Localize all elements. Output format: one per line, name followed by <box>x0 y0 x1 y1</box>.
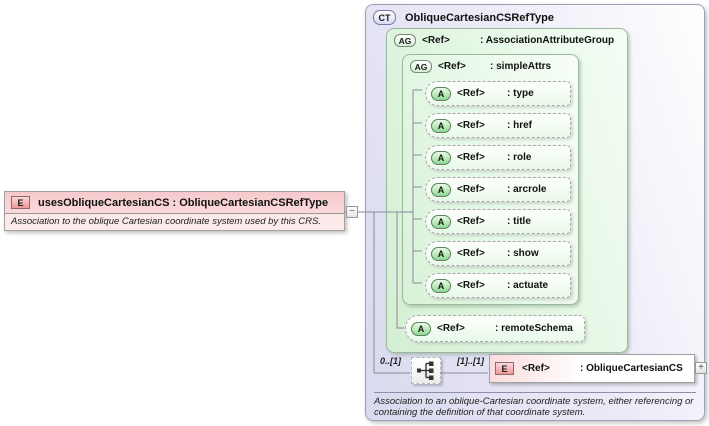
source-element-description: Association to the oblique Cartesian coo… <box>5 213 344 229</box>
annotation-divider <box>374 392 696 393</box>
simple-attrs-ref-label: <Ref> <box>438 61 466 72</box>
min-occurs-label: 0..[1] <box>380 356 402 366</box>
attribute-ref-label: <Ref> <box>457 280 485 291</box>
sequence-icon[interactable] <box>411 357 441 384</box>
simple-attrs-name: : simpleAttrs <box>490 61 552 72</box>
complex-type-badge-icon: CT <box>373 10 396 25</box>
source-element-title: usesObliqueCartesianCS : ObliqueCartesia… <box>38 196 329 209</box>
attribute-badge-icon: A <box>431 214 451 229</box>
attribute-row-href[interactable]: A <Ref> : href <box>425 113 571 138</box>
attribute-row-title[interactable]: A <Ref> : title <box>425 209 571 234</box>
simple-attrs-header: AG <Ref> : simpleAttrs <box>410 60 551 73</box>
attribute-group-ref-label: <Ref> <box>422 35 450 46</box>
attribute-badge-icon: A <box>411 321 431 336</box>
attribute-group-badge-icon: AG <box>394 34 416 47</box>
attribute-name: : type <box>507 88 534 99</box>
complex-type-description: Association to an oblique-Cartesian coor… <box>374 396 694 419</box>
expand-button[interactable]: + <box>695 362 707 374</box>
collapse-button[interactable]: − <box>346 206 358 218</box>
attribute-name: : remoteSchema <box>495 323 573 334</box>
complex-type-header: CT ObliqueCartesianCSRefType <box>373 10 554 25</box>
attribute-ref-label: <Ref> <box>437 323 465 334</box>
attribute-row-type[interactable]: A <Ref> : type <box>425 81 571 106</box>
attribute-group-box[interactable]: AG <Ref> : AssociationAttributeGroup AG … <box>386 28 628 353</box>
attribute-group-name: : AssociationAttributeGroup <box>480 35 615 46</box>
attribute-badge-icon: A <box>431 86 451 101</box>
attribute-ref-label: <Ref> <box>457 216 485 227</box>
element-name: : ObliqueCartesianCS <box>580 363 683 374</box>
attribute-list: A <Ref> : type A <Ref> : href A <Ref> : … <box>425 81 571 305</box>
attribute-row-show[interactable]: A <Ref> : show <box>425 241 571 266</box>
attribute-name: : role <box>507 152 532 163</box>
attribute-name: : actuate <box>507 280 549 291</box>
attribute-row-arcrole[interactable]: A <Ref> : arcrole <box>425 177 571 202</box>
attribute-name: : show <box>507 248 539 259</box>
occurs-label: [1]..[1] <box>457 356 484 366</box>
attribute-ref-label: <Ref> <box>457 184 485 195</box>
attribute-badge-icon: A <box>431 150 451 165</box>
simple-attrs-badge-icon: AG <box>410 60 432 73</box>
complex-type-title: ObliqueCartesianCSRefType <box>405 11 554 24</box>
attribute-row-actuate[interactable]: A <Ref> : actuate <box>425 273 571 298</box>
attribute-name: : href <box>507 120 532 131</box>
simple-attrs-box[interactable]: AG <Ref> : simpleAttrs A <Ref> : type A … <box>402 54 579 305</box>
attribute-row-role[interactable]: A <Ref> : role <box>425 145 571 170</box>
attribute-row-remote-schema[interactable]: A <Ref> : remoteSchema <box>405 315 585 342</box>
element-badge-icon: E <box>11 196 30 209</box>
attribute-ref-label: <Ref> <box>457 152 485 163</box>
attribute-ref-label: <Ref> <box>457 120 485 131</box>
complex-type-box[interactable]: CT ObliqueCartesianCSRefType AG <Ref> : … <box>365 4 707 421</box>
element-ref-label: <Ref> <box>522 363 550 374</box>
source-element-header: E usesObliqueCartesianCS : ObliqueCartes… <box>5 192 344 213</box>
attribute-name: : arcrole <box>507 184 547 195</box>
attribute-ref-label: <Ref> <box>457 88 485 99</box>
attribute-ref-label: <Ref> <box>457 248 485 259</box>
attribute-badge-icon: A <box>431 182 451 197</box>
attribute-group-header: AG <Ref> : AssociationAttributeGroup <box>394 34 614 47</box>
referenced-element-box[interactable]: E <Ref> : ObliqueCartesianCS <box>489 354 695 383</box>
attribute-badge-icon: A <box>431 118 451 133</box>
attribute-badge-icon: A <box>431 278 451 293</box>
source-element-box[interactable]: E usesObliqueCartesianCS : ObliqueCartes… <box>4 191 345 231</box>
element-badge-icon: E <box>495 362 514 375</box>
attribute-name: : title <box>507 216 531 227</box>
attribute-badge-icon: A <box>431 246 451 261</box>
